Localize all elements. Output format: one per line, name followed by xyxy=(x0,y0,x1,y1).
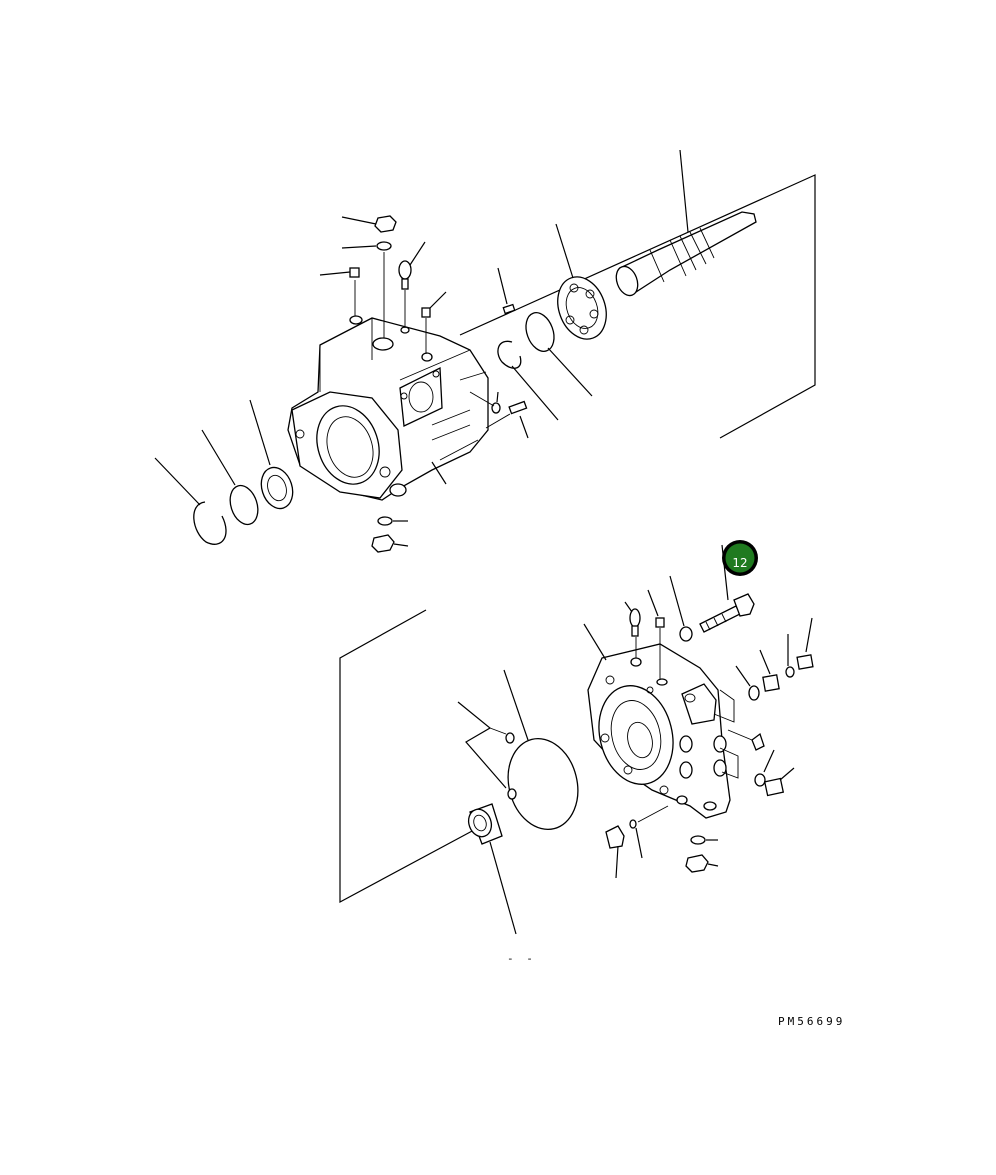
fitting-right-upper xyxy=(759,649,780,692)
oring-right-small xyxy=(785,634,795,678)
dowel-pin xyxy=(485,400,529,439)
fitting-right-lower xyxy=(763,767,795,797)
front-snap-ring xyxy=(154,457,227,545)
lower-end-cap-assembly: 12 xyxy=(339,540,814,935)
plug-right-side xyxy=(727,729,765,751)
upper-pump-assembly xyxy=(154,149,816,553)
pin-top xyxy=(497,267,516,315)
small-plug-right xyxy=(421,291,447,354)
top-small-plug xyxy=(319,267,360,316)
washer-lower xyxy=(669,575,693,642)
oring-right-upper xyxy=(735,665,760,701)
top-fitting-plug xyxy=(341,215,397,233)
end-cap-group-frame xyxy=(339,609,475,904)
oil-seal xyxy=(249,399,294,510)
oring-lower-left xyxy=(629,805,669,859)
shaft-group-frame xyxy=(459,174,816,439)
pump-housing xyxy=(287,315,489,501)
plug-right-top xyxy=(796,617,814,670)
small-orings-pair xyxy=(457,701,517,800)
housing-leader xyxy=(431,461,447,485)
plug-lower xyxy=(647,589,665,680)
snap-ring-shaft xyxy=(497,340,559,421)
callout-12-badge xyxy=(725,543,755,573)
end-cap-block xyxy=(587,643,739,819)
oring-right-lower xyxy=(754,749,775,787)
stray-mark: - - xyxy=(507,952,536,965)
bottom-oring xyxy=(377,516,408,526)
eyebolt-lower xyxy=(624,601,641,658)
plug-bottom xyxy=(685,854,719,873)
end-cap-leader xyxy=(583,623,607,661)
drive-shaft xyxy=(615,149,757,297)
callout-12: 12 xyxy=(722,540,758,576)
side-plug-right xyxy=(469,391,501,414)
front-oring xyxy=(201,429,259,526)
ball-bearing xyxy=(555,223,607,340)
plug-lower-left xyxy=(605,825,625,879)
drawing-code: PM56699 xyxy=(778,1015,845,1028)
eyebolt xyxy=(398,241,426,328)
bottom-plug xyxy=(371,534,409,553)
shaft-seal-ring xyxy=(525,312,593,397)
top-oring xyxy=(341,241,392,251)
large-oring xyxy=(503,669,579,831)
bushing xyxy=(467,803,517,935)
oring-bottom xyxy=(690,835,718,845)
callout-12-number: 12 xyxy=(732,556,747,570)
